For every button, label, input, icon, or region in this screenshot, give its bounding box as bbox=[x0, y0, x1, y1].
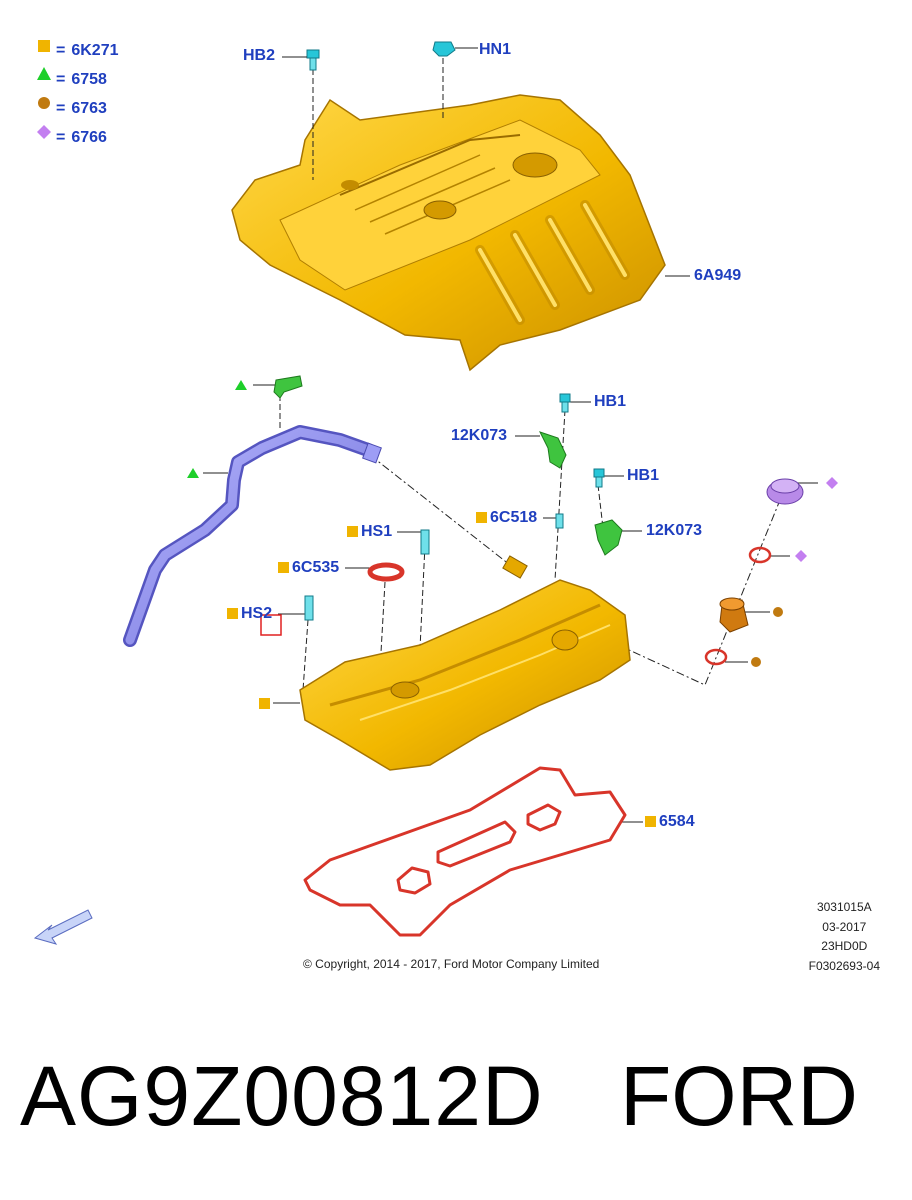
callout-label: 6C535 bbox=[292, 559, 340, 576]
meta-line: 03-2017 bbox=[822, 919, 867, 934]
bolt-hb1-top bbox=[559, 393, 571, 413]
callout-6c535: 6C535 bbox=[278, 559, 339, 577]
legend-square-icon bbox=[38, 40, 50, 52]
callout-6a949: 6A949 bbox=[694, 267, 742, 284]
legend-circle-icon bbox=[38, 97, 50, 109]
callout-hn1: HN1 bbox=[479, 41, 512, 58]
marker-6k271-icon bbox=[347, 526, 358, 537]
callout-hs1: HS1 bbox=[347, 523, 392, 541]
stud-hs1 bbox=[420, 529, 430, 555]
callout-hb1-mid: HB1 bbox=[627, 467, 660, 484]
brand-name: FORD bbox=[620, 1049, 858, 1143]
nut-hn1 bbox=[432, 41, 456, 120]
oring-lower bbox=[704, 648, 728, 666]
callout-hs2: HS2 bbox=[227, 605, 272, 623]
callout-hb2: HB2 bbox=[243, 47, 276, 64]
oil-cap bbox=[766, 478, 804, 505]
legend: =6K271 =6758 =6763 =6766 bbox=[36, 36, 119, 152]
legend-code: 6758 bbox=[71, 70, 107, 88]
legend-code: 6766 bbox=[71, 128, 107, 146]
legend-triangle-icon bbox=[37, 67, 51, 80]
legend-code: 6K271 bbox=[71, 41, 119, 59]
oring-upper bbox=[748, 546, 772, 564]
callout-6584: 6584 bbox=[645, 813, 695, 831]
legend-row: =6K271 bbox=[56, 41, 119, 59]
marker-6k271-icon bbox=[476, 512, 487, 523]
drawing-meta: 3031015A 03-2017 23HD0D F0302693-04 bbox=[809, 898, 880, 976]
sensor-12k073-left bbox=[539, 431, 567, 469]
marker-6k271-icon bbox=[259, 698, 270, 709]
marker-6766-icon bbox=[826, 477, 838, 489]
meta-line: 3031015A bbox=[816, 900, 872, 914]
filler-neck bbox=[719, 597, 749, 633]
marker-6k271-icon bbox=[278, 562, 289, 573]
marker-6k271-icon bbox=[645, 816, 656, 827]
legend-row: =6766 bbox=[56, 128, 107, 146]
callout-12k073-right: 12K073 bbox=[646, 522, 703, 539]
callout-label: 6584 bbox=[659, 813, 695, 830]
marker-6763-icon bbox=[773, 607, 783, 617]
bolt-hb1-mid bbox=[593, 468, 605, 488]
marker-6758-icon bbox=[235, 380, 247, 390]
copyright-notice: © Copyright, 2014 - 2017, Ford Motor Com… bbox=[303, 957, 600, 971]
callout-6c518: 6C518 bbox=[476, 509, 537, 527]
legend-code: 6763 bbox=[71, 99, 107, 117]
part-number: AG9Z00812D bbox=[20, 1049, 544, 1143]
legend-row: =6763 bbox=[56, 99, 107, 117]
breather-hose bbox=[123, 425, 382, 647]
seal-6c535 bbox=[367, 562, 405, 582]
meta-line: 23HD0D bbox=[821, 939, 868, 953]
marker-6763-icon bbox=[751, 657, 761, 667]
valve-cover bbox=[299, 555, 631, 771]
highlight-box bbox=[260, 614, 282, 636]
marker-6766-icon bbox=[795, 550, 807, 562]
engine-cover bbox=[231, 94, 666, 372]
callout-hb1-top: HB1 bbox=[594, 393, 627, 410]
bolt-hb2 bbox=[306, 49, 320, 180]
callout-12k073-left: 12K073 bbox=[451, 427, 508, 444]
legend-diamond-icon bbox=[37, 125, 51, 139]
meta-line: F0302693-04 bbox=[808, 958, 880, 973]
sensor-12k073-right bbox=[594, 519, 623, 556]
callout-label: 6C518 bbox=[490, 509, 538, 526]
marker-6758-icon bbox=[187, 468, 199, 478]
parts-diagram bbox=[33, 40, 838, 945]
bolt-6c518 bbox=[555, 513, 564, 529]
valve-cover-gasket bbox=[303, 766, 627, 937]
callout-label: HS1 bbox=[361, 523, 393, 540]
callout-label: HS2 bbox=[241, 605, 273, 622]
legend-row: =6758 bbox=[56, 70, 107, 88]
hose-clip bbox=[273, 375, 303, 399]
front-direction-arrow bbox=[33, 909, 93, 945]
marker-6k271-icon bbox=[227, 608, 238, 619]
stud-hs2 bbox=[304, 595, 314, 621]
